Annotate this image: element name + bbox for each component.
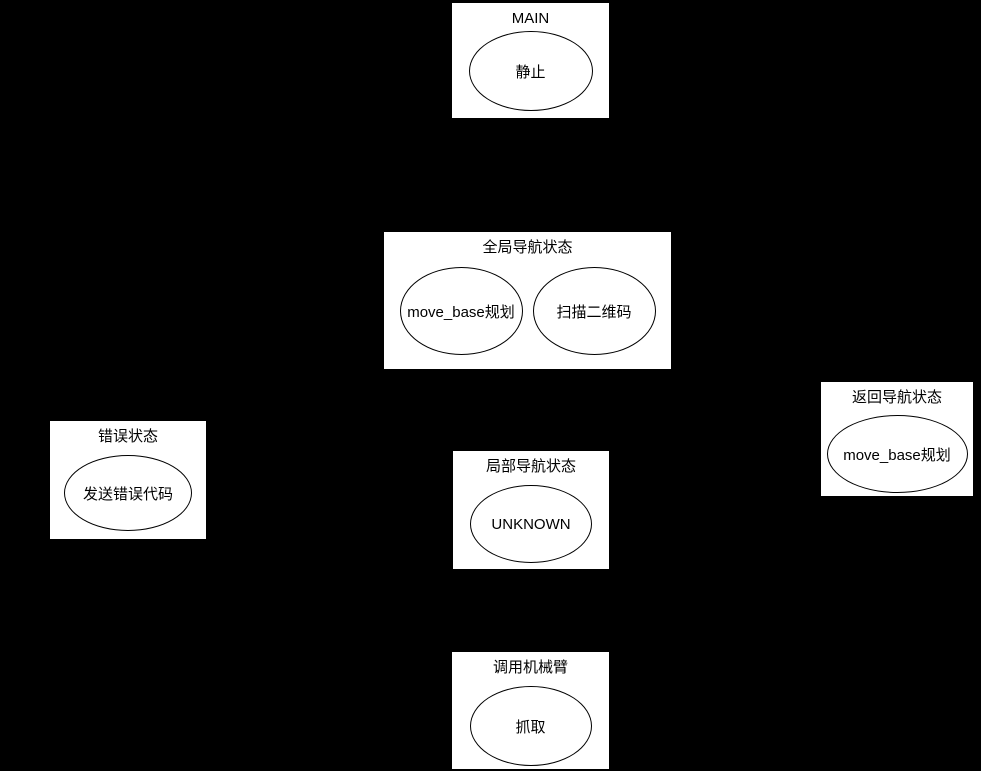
state-box-global-nav-states: move_base规划 扫描二维码 [399,258,656,355]
state-box-error-title: 错误状态 [97,428,158,445]
state-box-error: 错误状态 发送错误代码 [49,420,207,540]
state-unknown-ellipse: UNKNOWN [470,485,592,563]
state-box-local-nav-title: 局部导航状态 [485,458,576,475]
state-box-return-nav-title: 返回导航状态 [851,389,942,406]
state-send-error-code-label: 发送错误代码 [82,485,173,503]
state-unknown-label: UNKNOWN [491,515,571,533]
state-box-arm-states: 抓取 [469,678,592,766]
state-box-arm-title: 调用机械臂 [492,659,568,676]
state-move-base-plan-ellipse: move_base规划 [399,267,523,355]
state-box-local-nav: 局部导航状态 UNKNOWN [452,450,610,570]
state-box-local-nav-states: UNKNOWN [470,477,592,563]
state-return-move-base-plan-label: move_base规划 [843,446,951,464]
state-return-move-base-plan-ellipse: move_base规划 [826,415,968,493]
state-idle-ellipse: 静止 [468,31,593,111]
state-scan-qrcode-label: 扫描二维码 [556,303,632,321]
state-box-main-states: 静止 [468,29,593,111]
state-grab-ellipse: 抓取 [469,686,592,766]
state-box-main-title: MAIN [511,10,550,27]
state-box-arm: 调用机械臂 抓取 [451,651,610,770]
state-scan-qrcode-ellipse: 扫描二维码 [532,267,656,355]
state-box-main: MAIN 静止 [451,2,610,119]
state-send-error-code-ellipse: 发送错误代码 [64,455,192,531]
state-box-error-states: 发送错误代码 [64,447,192,531]
state-box-return-nav-states: move_base规划 [826,408,968,493]
state-grab-label: 抓取 [515,718,546,736]
state-move-base-plan-label: move_base规划 [407,303,515,321]
state-box-global-nav: 全局导航状态 move_base规划 扫描二维码 [383,231,672,370]
state-box-return-nav: 返回导航状态 move_base规划 [820,381,974,497]
state-box-global-nav-title: 全局导航状态 [482,239,573,256]
state-idle-label: 静止 [515,63,546,81]
